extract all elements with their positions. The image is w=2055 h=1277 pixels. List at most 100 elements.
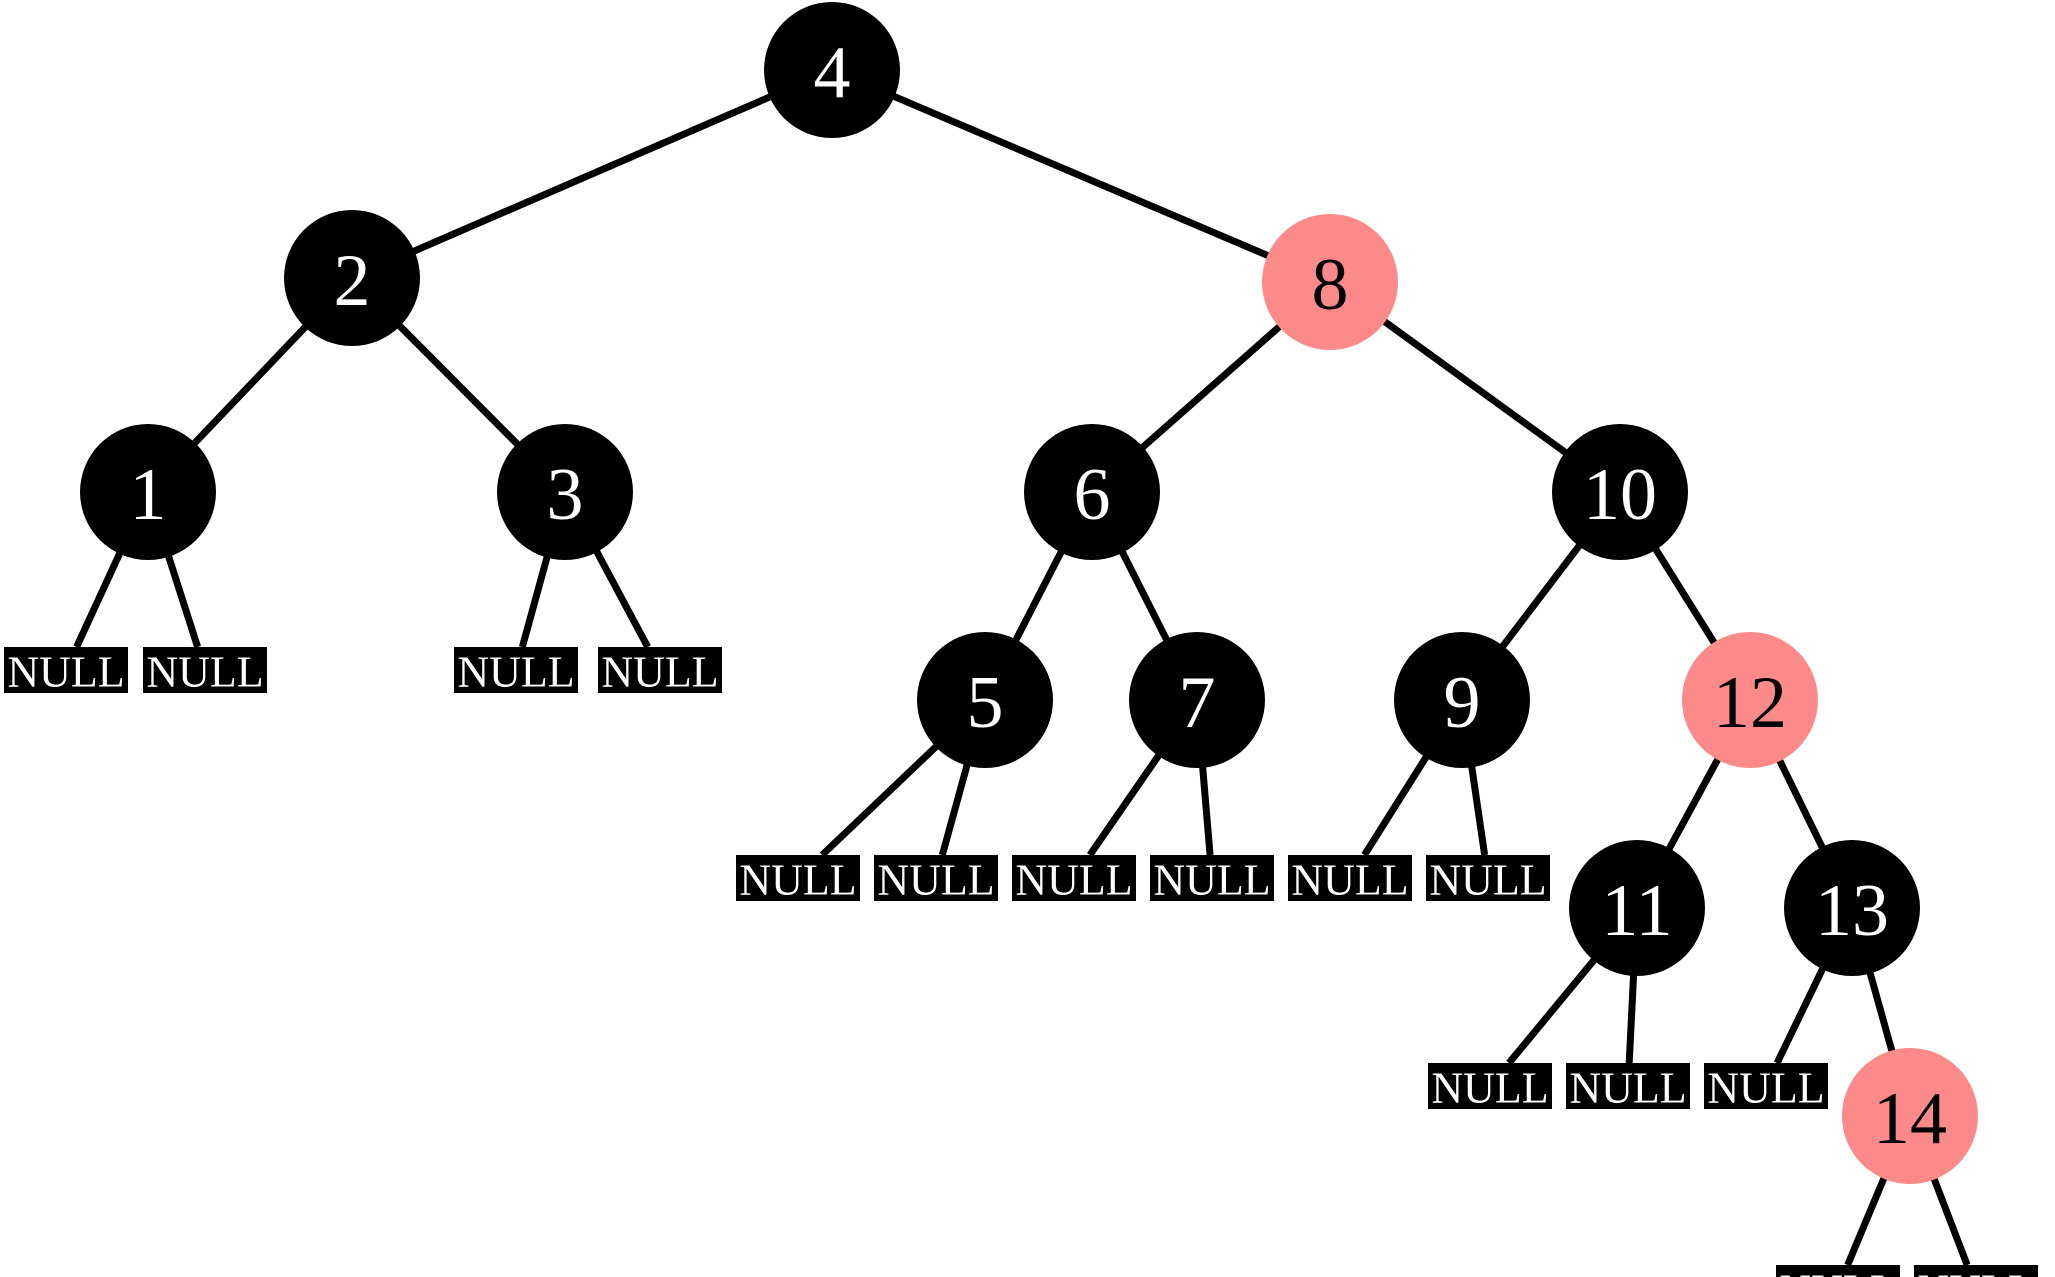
null-box-label: NULL — [1429, 856, 1546, 905]
null-leaf: NULL — [598, 647, 722, 697]
node-label: 10 — [1583, 454, 1657, 536]
tree-edge-n1-l1 — [73, 548, 125, 649]
tree-node-12[interactable]: 12 — [1682, 632, 1818, 768]
node-label: 1 — [130, 454, 167, 536]
null-leaves-layer: NULL NULL NULL NULL NULL NULL NULL NULL NULL NULL… — [4, 647, 2038, 1277]
edges-layer — [73, 91, 1971, 1267]
node-circle[interactable] — [1784, 840, 1920, 976]
null-leaf: NULL — [1428, 1063, 1552, 1113]
tree-node-11[interactable]: 11 — [1569, 840, 1705, 976]
null-box-label: NULL — [601, 648, 718, 697]
node-label: 5 — [967, 662, 1004, 744]
node-circle[interactable] — [284, 210, 420, 346]
tree-node-6[interactable]: 6 — [1024, 424, 1160, 560]
null-box-rect — [4, 647, 128, 693]
null-box-rect — [1566, 1063, 1690, 1109]
node-circle[interactable] — [1682, 632, 1818, 768]
node-circle[interactable] — [1394, 632, 1530, 768]
null-box-label: NULL — [1153, 856, 1270, 905]
tree-node-10[interactable]: 10 — [1552, 424, 1688, 560]
node-label: 12 — [1713, 662, 1787, 744]
node-label: 13 — [1815, 870, 1889, 952]
tree-node-3[interactable]: 3 — [497, 424, 633, 560]
null-box-rect — [1704, 1063, 1828, 1109]
null-box-label: NULL — [1015, 856, 1132, 905]
null-box-rect — [736, 855, 860, 901]
node-circle[interactable] — [1024, 424, 1160, 560]
null-box-label: NULL — [877, 856, 994, 905]
null-box-rect — [143, 647, 267, 693]
null-box-label: NULL — [146, 648, 263, 697]
null-leaf: NULL — [1150, 855, 1274, 905]
tree-node-13[interactable]: 13 — [1784, 840, 1920, 976]
null-box-rect — [1426, 855, 1550, 901]
node-circle[interactable] — [1569, 840, 1705, 976]
null-box-label: NULL — [1569, 1064, 1686, 1113]
tree-edge-n4-n2 — [409, 92, 775, 256]
null-leaf: NULL — [1426, 855, 1550, 905]
tree-edge-n10-n9 — [1497, 540, 1585, 652]
null-box-rect — [454, 647, 578, 693]
tree-node-1[interactable]: 1 — [80, 424, 216, 560]
tree-edge-n6-n7 — [1117, 547, 1172, 645]
tree-edge-n14-l14 — [1844, 1173, 1889, 1267]
tree-node-14[interactable]: 14 — [1842, 1048, 1978, 1184]
tree-edge-n11-l11 — [1506, 955, 1599, 1066]
tree-edge-n14-l15 — [1929, 1174, 1971, 1267]
node-label: 2 — [334, 240, 371, 322]
node-label: 6 — [1074, 454, 1111, 536]
null-box-rect — [1428, 1063, 1552, 1109]
tree-edge-n13-n14 — [1865, 968, 1897, 1056]
tree-edge-n8-n6 — [1137, 321, 1285, 453]
node-label: 3 — [547, 454, 584, 536]
null-leaf: NULL — [1566, 1063, 1690, 1113]
null-leaf: NULL — [736, 855, 860, 905]
node-circle[interactable] — [764, 2, 900, 138]
tree-edge-n12-n13 — [1775, 755, 1827, 853]
null-box-label: NULL — [1779, 1266, 1896, 1277]
null-leaf: NULL — [454, 647, 578, 697]
tree-edge-n9-l9 — [1361, 752, 1431, 857]
node-circle[interactable] — [497, 424, 633, 560]
node-circle[interactable] — [1842, 1048, 1978, 1184]
tree-edge-n6-n5 — [1011, 547, 1066, 645]
null-leaf: NULL — [1012, 855, 1136, 905]
null-leaf: NULL — [143, 647, 267, 697]
null-leaf: NULL — [1288, 855, 1412, 905]
tree-edge-n5-l6 — [938, 760, 972, 856]
null-box-rect — [874, 855, 998, 901]
node-circle[interactable] — [1262, 214, 1398, 350]
null-box-label: NULL — [1917, 1266, 2034, 1277]
tree-node-7[interactable]: 7 — [1129, 632, 1265, 768]
tree-node-9[interactable]: 9 — [1394, 632, 1530, 768]
tree-edge-n10-n12 — [1650, 544, 1720, 648]
tree-edge-n3-l3 — [518, 552, 552, 648]
null-leaf: NULL — [1914, 1265, 2038, 1277]
tree-edge-n5-l5 — [819, 741, 942, 858]
tree-node-4[interactable]: 4 — [764, 2, 900, 138]
null-leaf: NULL — [1704, 1063, 1828, 1113]
null-leaf: NULL — [1776, 1265, 1900, 1277]
node-circle[interactable] — [1552, 424, 1688, 560]
tree-edge-n2-n1 — [189, 321, 311, 449]
node-circle[interactable] — [917, 632, 1053, 768]
node-circle[interactable] — [1129, 632, 1265, 768]
null-box-label: NULL — [1431, 1064, 1548, 1113]
tree-node-8[interactable]: 8 — [1262, 214, 1398, 350]
null-box-label: NULL — [1707, 1064, 1824, 1113]
tree-node-2[interactable]: 2 — [284, 210, 420, 346]
tree-edge-n11-l12 — [1625, 971, 1638, 1064]
tree-edge-n12-n11 — [1664, 754, 1723, 854]
node-circle[interactable] — [80, 424, 216, 560]
tree-edge-n9-l10 — [1467, 762, 1489, 856]
tree-edge-n7-l7 — [1087, 750, 1164, 857]
null-leaf: NULL — [4, 647, 128, 697]
tree-node-5[interactable]: 5 — [917, 632, 1053, 768]
null-box-rect — [1288, 855, 1412, 901]
tree-edge-n8-n10 — [1379, 316, 1571, 458]
null-box-label: NULL — [457, 648, 574, 697]
tree-edge-n4-n8 — [889, 91, 1273, 261]
